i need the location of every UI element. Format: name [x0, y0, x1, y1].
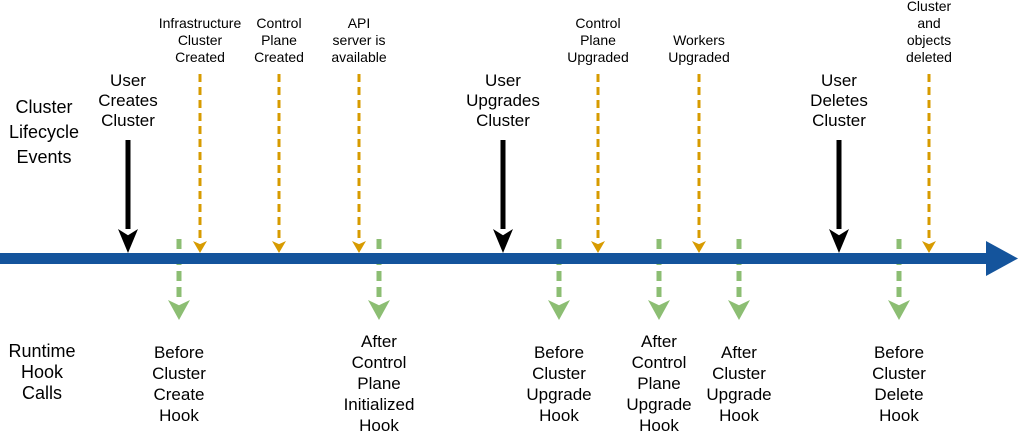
- hook-label-wrapper: Before Cluster Upgrade Hook: [503, 330, 615, 437]
- event-down-arrow-icon: [272, 241, 286, 253]
- hook-label: Before Cluster Delete Hook: [872, 342, 926, 425]
- hook-label-wrapper: After Cluster Upgrade Hook: [683, 330, 795, 437]
- event-label: Control Plane Created: [254, 15, 304, 65]
- event-dashed-line: [277, 74, 281, 241]
- user-action-down-arrow-icon: [829, 229, 849, 253]
- hook-down-arrow-icon: [168, 300, 190, 320]
- lifecycle-events-heading: Cluster Lifecycle Events: [8, 97, 80, 167]
- user-action-label: User Deletes Cluster: [810, 71, 868, 130]
- hook-dashed-line: [896, 239, 902, 302]
- hook-down-arrow-icon: [728, 300, 750, 320]
- user-action-line: [500, 140, 506, 229]
- event-dashed-line: [596, 74, 600, 241]
- hook-dashed-line: [556, 239, 562, 302]
- hook-label: After Cluster Upgrade Hook: [706, 342, 772, 425]
- hook-label: After Control Plane Upgrade Hook: [626, 332, 692, 435]
- user-action-line: [836, 140, 842, 229]
- hook-down-arrow-icon: [888, 300, 910, 320]
- user-action-label: User Creates Cluster: [98, 71, 158, 130]
- hook-label-wrapper: After Control Plane Upgrade Hook: [603, 330, 715, 437]
- user-action-label: User Upgrades Cluster: [466, 71, 540, 130]
- hook-down-arrow-icon: [548, 300, 570, 320]
- hook-dashed-line: [656, 239, 662, 302]
- event-dashed-line: [927, 74, 931, 241]
- event-dashed-line: [697, 74, 701, 241]
- hook-label: Before Cluster Upgrade Hook: [526, 342, 592, 425]
- event-down-arrow-icon: [692, 241, 706, 253]
- event-down-arrow-icon: [591, 241, 605, 253]
- event-down-arrow-icon: [193, 241, 207, 253]
- user-action-down-arrow-icon: [493, 229, 513, 253]
- event-dashed-line: [357, 74, 361, 241]
- event-down-arrow-icon: [922, 241, 936, 253]
- hook-down-arrow-icon: [368, 300, 390, 320]
- event-label: Workers Upgraded: [668, 32, 730, 65]
- hook-label-wrapper: After Control Plane Initialized Hook: [323, 330, 435, 437]
- hook-dashed-line: [376, 239, 382, 302]
- hook-down-arrow-icon: [648, 300, 670, 320]
- user-action-down-arrow-icon: [118, 229, 138, 253]
- hook-label: Before Cluster Create Hook: [152, 342, 206, 425]
- hook-label-wrapper: Before Cluster Create Hook: [123, 330, 235, 437]
- hook-dashed-line: [176, 239, 182, 302]
- runtime-hook-calls-heading: Runtime Hook Calls: [8, 341, 76, 403]
- hook-dashed-line: [736, 239, 742, 302]
- user-action-line: [125, 140, 131, 229]
- event-down-arrow-icon: [352, 241, 366, 253]
- event-label: Control Plane Upgraded: [567, 15, 629, 65]
- event-label: Cluster and objects deleted: [906, 0, 952, 65]
- hook-label: After Control Plane Initialized Hook: [343, 332, 415, 435]
- timeline-bar: [0, 253, 990, 264]
- event-label: Infrastructure Cluster Created: [158, 15, 242, 65]
- hook-label-wrapper: Before Cluster Delete Hook: [843, 330, 955, 437]
- event-label: API server is available: [331, 15, 387, 65]
- timeline-arrowhead-icon: [986, 241, 1018, 276]
- event-dashed-line: [198, 74, 202, 241]
